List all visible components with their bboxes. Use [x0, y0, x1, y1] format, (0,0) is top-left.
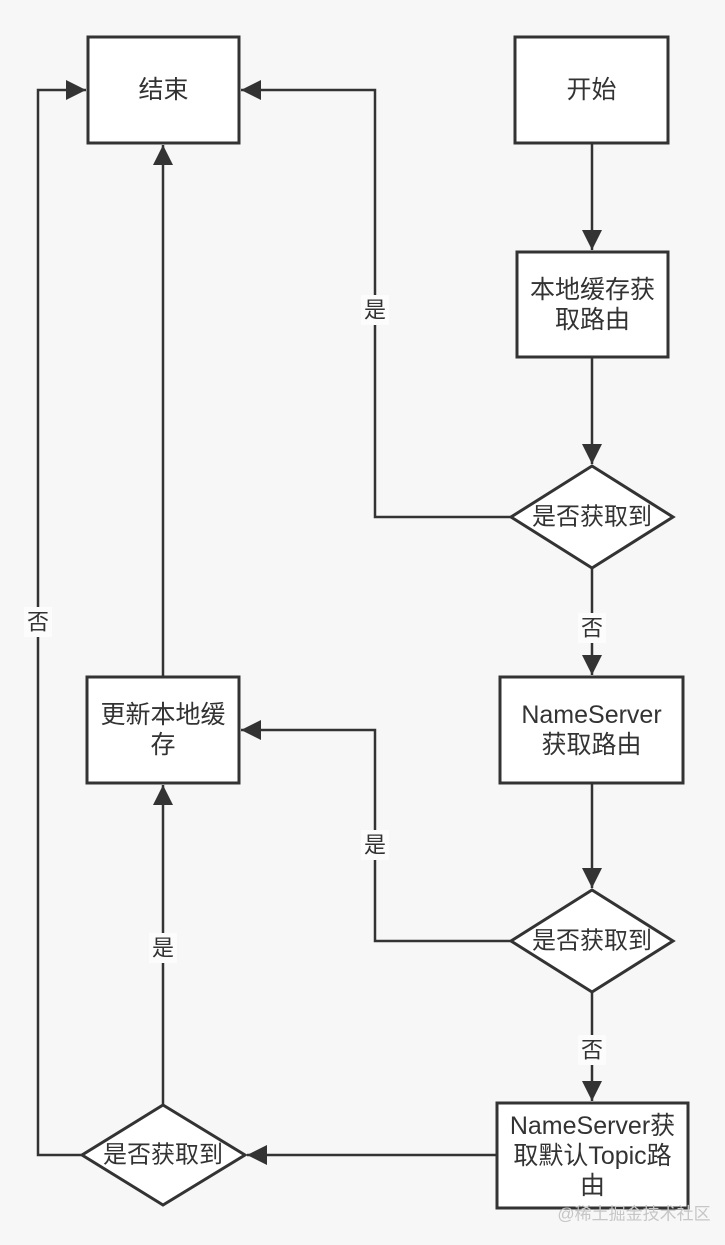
- node-nameserver-line1: NameServer: [521, 701, 661, 729]
- node-local-cache-line1: 本地缓存获: [530, 276, 655, 304]
- decision1-label: 是否获取到: [532, 504, 652, 531]
- edge-label-bg: [149, 933, 177, 963]
- edge-label-yes-2: 是: [364, 833, 386, 858]
- node-default-topic-box: [495, 1101, 690, 1210]
- edge-label-bg: [361, 830, 389, 860]
- decision2-diamond: [508, 888, 676, 994]
- node-nameserver-line2: 获取路由: [541, 731, 641, 759]
- watermark-text: @稀土掘金技术社区: [557, 1205, 710, 1224]
- node-end-box: [86, 35, 241, 145]
- node-update-cache-line1: 更新本地缓: [100, 701, 225, 729]
- edge-label-yes-3: 是: [152, 936, 174, 961]
- edge-label-no-2: 否: [581, 1038, 603, 1063]
- node-default-topic-line1: NameServer获: [510, 1112, 675, 1140]
- node-nameserver-box: [498, 675, 685, 785]
- edge-label-no-3: 否: [27, 610, 49, 635]
- node-start-box: [513, 35, 670, 145]
- edge-label-bg: [578, 1035, 606, 1065]
- node-start-label: 开始: [566, 76, 616, 104]
- node-local-cache-box: [515, 250, 670, 359]
- edge-label-yes-1: 是: [364, 298, 386, 323]
- node-default-topic-line3: 由: [580, 1172, 605, 1200]
- edge-label-no-1: 否: [581, 616, 603, 641]
- node-end-label: 结束: [138, 76, 188, 104]
- node-update-cache-line2: 存: [150, 731, 175, 759]
- decision1-diamond: [508, 464, 676, 570]
- edge-label-bg: [361, 295, 389, 325]
- node-update-cache-box: [85, 675, 241, 785]
- decision3-label: 是否获取到: [103, 1142, 223, 1169]
- decision3-diamond: [79, 1103, 248, 1207]
- edge-label-bg: [24, 607, 52, 637]
- node-local-cache-line2: 取路由: [555, 306, 630, 334]
- edge-label-bg: [578, 613, 606, 643]
- node-default-topic-line2: 取默认Topic路: [513, 1142, 671, 1170]
- decision2-label: 是否获取到: [532, 928, 652, 955]
